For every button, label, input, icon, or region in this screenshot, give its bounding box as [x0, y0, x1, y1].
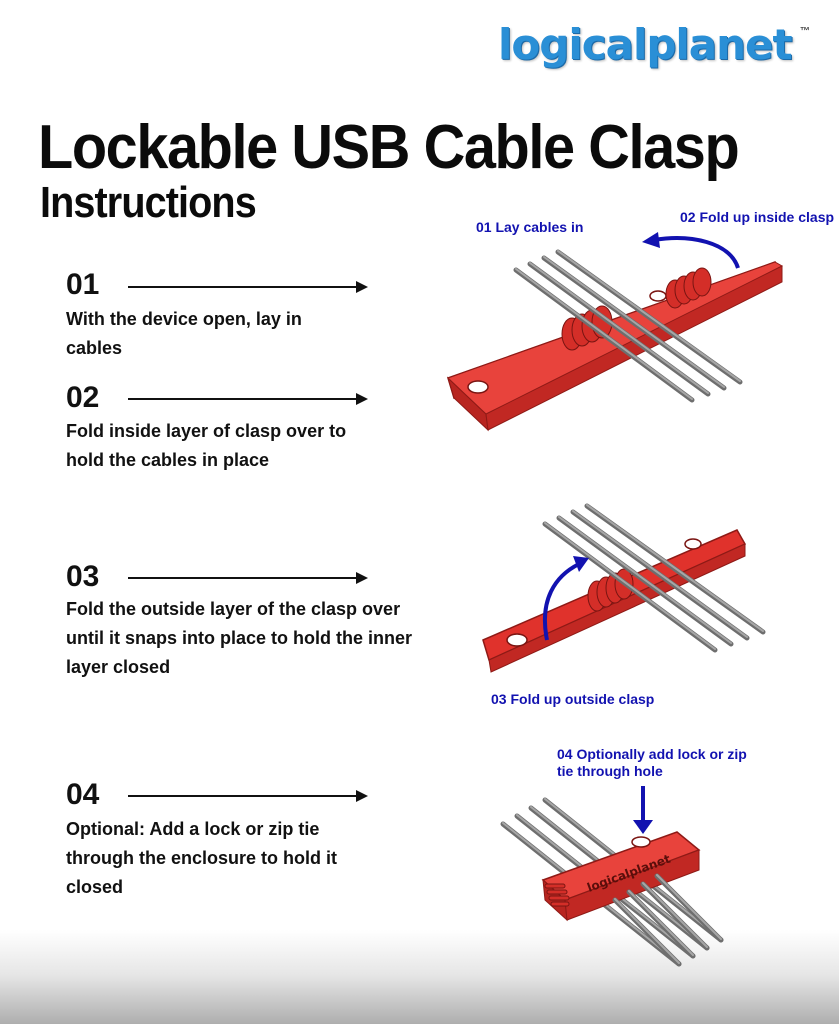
step-02-text: Fold inside layer of clasp over to hold … — [66, 421, 347, 470]
callout-lay-cables: 01 Lay cables in — [476, 219, 584, 235]
step-03-number: 03 — [66, 560, 100, 593]
step-04-text: Optional: Add a lock or zip tie through … — [66, 819, 337, 897]
step-01-arrow — [128, 281, 368, 293]
callout-lock-line2: tie through hole — [557, 763, 663, 779]
trademark-symbol: ™ — [800, 26, 810, 37]
step-01-text: With the device open, lay in cables — [66, 309, 302, 358]
step-01-number: 01 — [66, 268, 100, 301]
step-03-arrow — [128, 572, 368, 584]
page-title: Lockable USB Cable Clasp — [38, 113, 740, 182]
step-03-text: Fold the outside layer of the clasp over… — [66, 599, 413, 677]
open-clasp-illustration — [446, 232, 784, 432]
callout-lock-line1: 04 Optionally add lock or zip — [557, 746, 747, 762]
brand-logo: logicalplanet — [498, 20, 793, 69]
step-04-number: 04 — [66, 778, 100, 811]
closed-clasp-illustration: logicalplanet — [500, 786, 724, 967]
step-04-arrow — [128, 790, 368, 802]
callout-fold-outside: 03 Fold up outside clasp — [491, 691, 655, 707]
page-subtitle: Instructions — [40, 178, 257, 227]
half-closed-clasp-illustration — [482, 503, 766, 673]
callout-fold-inside: 02 Fold up inside clasp — [680, 209, 835, 225]
step-02-number: 02 — [66, 381, 100, 414]
step-02-arrow — [128, 393, 368, 405]
